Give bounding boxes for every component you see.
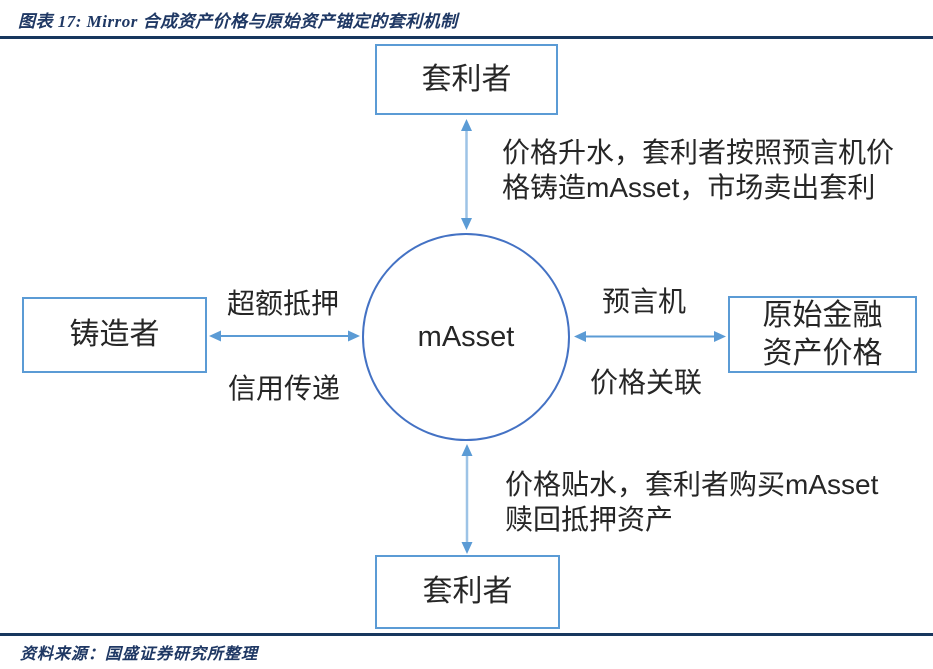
edge-label-over-collateralization: 超额抵押 xyxy=(227,288,340,319)
annotation-discount-arbitrage: 价格贴水，套利者购买mAsset 赎回抵押资产 xyxy=(505,469,879,535)
edge-label-price-linkage: 价格关联 xyxy=(590,367,703,398)
node-masset-circle: mAsset xyxy=(362,233,570,441)
node-minter: 铸造者 xyxy=(22,297,207,373)
node-arbitrageur-bottom-label: 套利者 xyxy=(422,575,513,609)
edge-label-oracle: 预言机 xyxy=(602,286,687,317)
source-note: 资料来源：国盛证券研究所整理 xyxy=(20,646,259,663)
node-masset-label: mAsset xyxy=(417,320,515,353)
arrow-left-horizontal-icon xyxy=(209,330,360,342)
node-minter-label: 铸造者 xyxy=(69,318,160,352)
arrow-right-horizontal-icon xyxy=(574,331,726,342)
node-arbitrageur-top-label: 套利者 xyxy=(421,62,512,96)
node-original-asset-price-label: 原始金融 资产价格 xyxy=(762,299,883,370)
arrow-top-vertical-icon xyxy=(461,119,472,230)
edge-label-credit-transfer: 信用传递 xyxy=(228,373,341,404)
arrow-bottom-vertical-icon xyxy=(461,444,473,554)
annotation-premium-arbitrage: 价格升水，套利者按照预言机价 格铸造mAsset，市场卖出套利 xyxy=(502,137,895,203)
node-original-asset-price: 原始金融 资产价格 xyxy=(728,296,917,373)
footer-rule xyxy=(0,633,933,636)
title-rule xyxy=(0,36,933,39)
node-arbitrageur-top: 套利者 xyxy=(375,44,558,115)
figure-title: 图表 17: Mirror 合成资产价格与原始资产锚定的套利机制 xyxy=(18,12,458,31)
node-arbitrageur-bottom: 套利者 xyxy=(375,555,560,629)
